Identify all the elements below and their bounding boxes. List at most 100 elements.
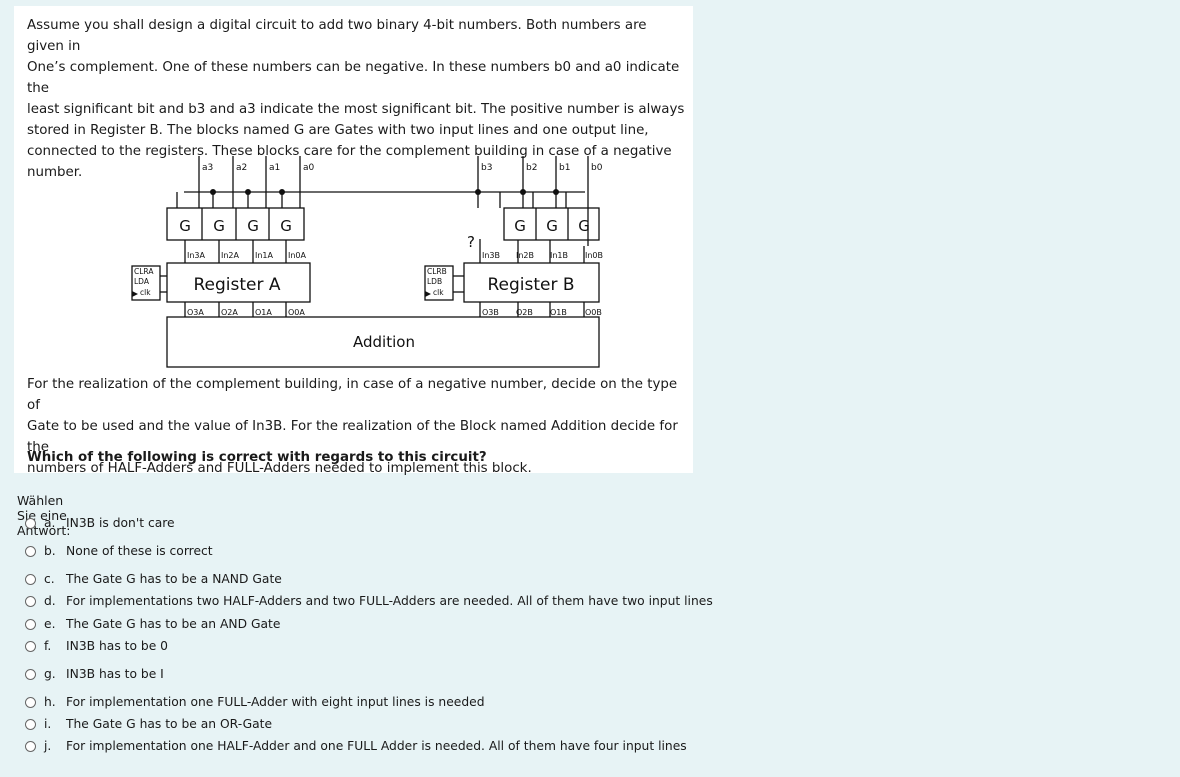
question-card: Assume you shall design a digital circui… [14, 6, 693, 476]
option-letter: d. [44, 594, 56, 608]
option-letter: h. [44, 695, 56, 709]
option-text: The Gate G has to be a NAND Gate [66, 572, 282, 586]
option-j[interactable]: j. For implementation one HALF-Adder and… [25, 739, 687, 753]
question-ask: Which of the following is correct with r… [27, 450, 487, 465]
option-c[interactable]: c. The Gate G has to be a NAND Gate [25, 572, 282, 586]
input-label-b2: b2 [526, 163, 537, 173]
reg-a-input-label: In0A [288, 251, 307, 260]
input-label-b1: b1 [559, 163, 570, 173]
question-line: One’s complement. One of these numbers c… [27, 60, 680, 96]
option-letter: j. [44, 739, 52, 753]
reg-a-output-label: O0A [288, 308, 305, 317]
reg-a-input-label: In1A [255, 251, 274, 260]
gate-b2: G [514, 217, 526, 235]
option-h[interactable]: h. For implementation one FULL-Adder wit… [25, 695, 485, 709]
option-text: IN3B has to be 0 [66, 639, 168, 653]
reg-a-output-label: O2A [221, 308, 238, 317]
radio-button[interactable] [25, 618, 36, 630]
radio-button[interactable] [25, 517, 36, 529]
question-line: stored in Register B. The blocks named G… [27, 123, 649, 138]
input-label-a1: a1 [269, 163, 280, 173]
register-a-box [166, 262, 311, 303]
radio-button[interactable] [25, 640, 36, 652]
circuit-diagram: a3 a2 a1 a0 b3 b2 b1 b0 G G G G G G G ? … [131, 156, 603, 368]
gate-a2: G [213, 217, 225, 235]
reg-b-input-label: In1B [550, 251, 568, 260]
option-f[interactable]: f. IN3B has to be 0 [25, 639, 168, 653]
register-b-box [463, 262, 600, 303]
option-text: For implementations two HALF-Adders and … [66, 594, 713, 608]
option-text: For implementation one FULL-Adder with e… [66, 695, 485, 709]
option-b[interactable]: b. None of these is correct [25, 544, 213, 558]
gate-a1: G [247, 217, 259, 235]
option-text: The Gate G has to be an OR-Gate [66, 717, 273, 731]
addition-block [166, 316, 600, 368]
reg-b-output-label: O3B [482, 308, 499, 317]
option-d[interactable]: d. For implementations two HALF-Adders a… [25, 594, 713, 608]
radio-button[interactable] [25, 696, 36, 708]
option-g[interactable]: g. IN3B has to be I [25, 667, 164, 681]
question-line: least significant bit and b3 and a3 indi… [27, 102, 685, 117]
question-paragraph-1: Assume you shall design a digital circui… [27, 15, 687, 183]
gate-b0: G [578, 217, 590, 235]
question-line: Assume you shall design a digital circui… [27, 18, 647, 54]
gate-a3: G [179, 217, 191, 235]
option-e[interactable]: e. The Gate G has to be an AND Gate [25, 617, 280, 631]
unknown-mark: ? [467, 233, 475, 251]
gate-a0: G [280, 217, 292, 235]
input-label-a3: a3 [202, 163, 213, 173]
reg-a-output-label: O1A [255, 308, 272, 317]
input-label-a0: a0 [303, 163, 315, 173]
option-letter: b. [44, 544, 56, 558]
ctrl-clra: CLRA [134, 267, 154, 276]
radio-button[interactable] [25, 718, 36, 730]
radio-button[interactable] [25, 545, 36, 557]
option-letter: i. [44, 717, 52, 731]
ctrl-lda: LDA [134, 277, 150, 286]
question-line: connected to the registers. These blocks… [27, 144, 672, 159]
option-letter: g. [44, 667, 56, 681]
reg-a-output-label: O3A [187, 308, 204, 317]
input-label-a2: a2 [236, 163, 247, 173]
reg-a-input-label: In2A [221, 251, 240, 260]
clock-b-icon [425, 291, 431, 297]
radio-button[interactable] [25, 668, 36, 680]
ctrl-clk-b: clk [433, 288, 444, 297]
option-letter: f. [44, 639, 52, 653]
question-paragraph-2: For the realization of the complement bu… [27, 374, 687, 479]
reg-b-output-label: O2B [516, 308, 533, 317]
register-a-label: Register A [193, 275, 280, 295]
question-line: For the realization of the complement bu… [27, 377, 678, 413]
radio-button[interactable] [25, 595, 36, 607]
addition-label: Addition [353, 333, 415, 351]
ctrl-clrb: CLRB [427, 267, 447, 276]
option-letter: a. [44, 516, 56, 530]
reg-b-output-label: O0B [585, 308, 602, 317]
reg-b-input-label: In2B [516, 251, 534, 260]
reg-b-output-label: O1B [550, 308, 567, 317]
option-a[interactable]: a. IN3B is don't care [25, 516, 175, 530]
option-letter: c. [44, 572, 55, 586]
register-b-label: Register B [487, 275, 574, 295]
reg-a-input-label: In3A [187, 251, 206, 260]
question-line: Gate to be used and the value of In3B. F… [27, 419, 678, 455]
ctrl-ldb: LDB [427, 277, 442, 286]
radio-button[interactable] [25, 740, 36, 752]
option-letter: e. [44, 617, 56, 631]
option-text: The Gate G has to be an AND Gate [66, 617, 281, 631]
gate-b1: G [546, 217, 558, 235]
clock-a-icon [132, 291, 138, 297]
question-line: numbers of HALF-Adders and FULL-Adders n… [27, 461, 532, 476]
question-line: number. [27, 165, 83, 180]
radio-button[interactable] [25, 573, 36, 585]
option-text: None of these is correct [66, 544, 213, 558]
reg-b-input-label: In3B [482, 251, 500, 260]
option-text: For implementation one HALF-Adder and on… [66, 739, 687, 753]
input-label-b3: b3 [481, 163, 492, 173]
ctrl-clk-a: clk [140, 288, 151, 297]
option-text: IN3B has to be I [66, 667, 164, 681]
option-i[interactable]: i. The Gate G has to be an OR-Gate [25, 717, 272, 731]
input-label-b0: b0 [591, 163, 603, 173]
option-text: IN3B is don't care [66, 516, 175, 530]
reg-b-input-label: In0B [585, 251, 603, 260]
